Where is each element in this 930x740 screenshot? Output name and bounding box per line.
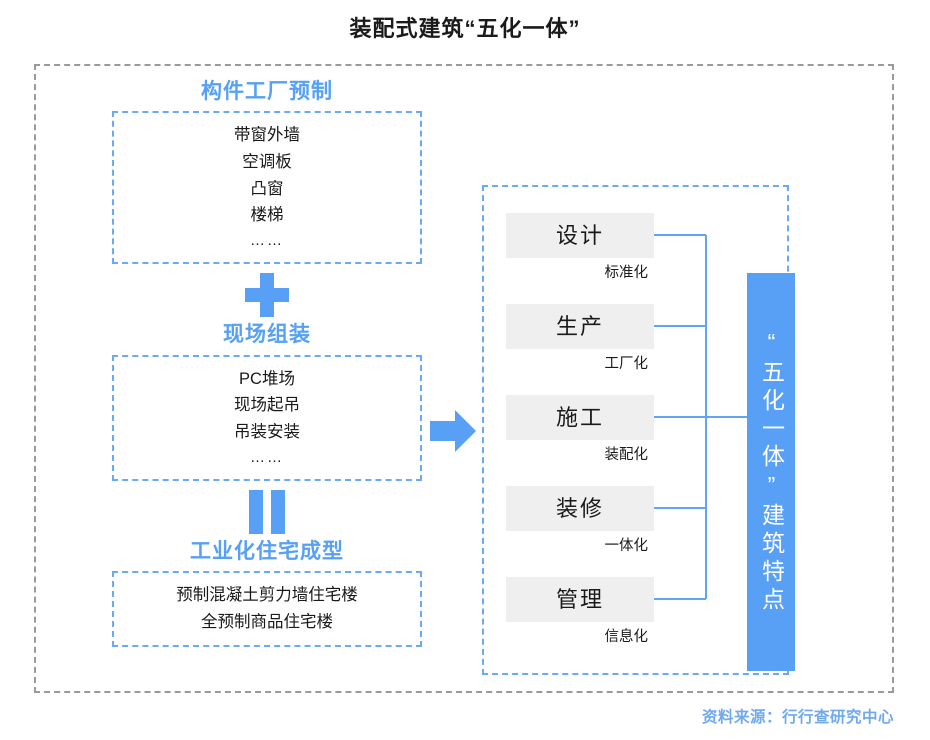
stage-item-ellipsis: …… [250, 448, 284, 466]
phase-label: 管理 [506, 577, 654, 622]
diagram-frame: 构件工厂预制 带窗外墙 空调板 凸窗 楼梯 …… 现场组装 PC堆场 现场起吊 … [34, 64, 894, 693]
stage-item: 空调板 [242, 152, 292, 171]
phase-label: 设计 [506, 213, 654, 258]
phase-production[interactable]: 生产 工厂化 [506, 304, 654, 373]
stage-heading-0: 构件工厂预制 [201, 80, 333, 103]
operator-plus-wrap [112, 273, 422, 322]
phase-construction[interactable]: 施工 装配化 [506, 395, 654, 464]
stage-heading-2: 工业化住宅成型 [190, 540, 344, 564]
stage-group-1: 现场组装 PC堆场 现场起吊 吊装安装 …… [112, 322, 422, 482]
stage-item: 凸窗 [250, 179, 284, 198]
stage-item: 预制混凝土剪力墙住宅楼 [176, 586, 358, 605]
stage-group-2: 工业化住宅成型 预制混凝土剪力墙住宅楼 全预制商品住宅楼 [112, 539, 422, 647]
page-title: 装配式建筑“五化一体” [349, 16, 581, 41]
stage-box-0: 带窗外墙 空调板 凸窗 楼梯 …… [112, 111, 422, 265]
feature-bar: “五化一体”建筑特点 [747, 273, 795, 671]
right-panel: 设计 标准化 生产 工厂化 施工 装配化 装修 一体化 管理 信息化 [482, 185, 795, 677]
left-column: 构件工厂预制 带窗外墙 空调板 凸窗 楼梯 …… 现场组装 PC堆场 现场起吊 … [112, 79, 422, 647]
phase-label: 装修 [506, 486, 654, 531]
phase-label: 生产 [506, 304, 654, 349]
stage-item: 楼梯 [250, 206, 284, 225]
phase-attribute: 装配化 [604, 447, 649, 463]
arrow-right-icon [430, 410, 476, 452]
stage-item: PC堆场 [239, 369, 295, 388]
stage-item-ellipsis: …… [250, 232, 284, 250]
stage-item: 带窗外墙 [234, 126, 300, 145]
feature-bar-label: “五化一体”建筑特点 [758, 329, 785, 615]
plus-icon [245, 273, 289, 318]
phase-decoration[interactable]: 装修 一体化 [506, 486, 654, 555]
operator-equals-wrap [112, 490, 422, 539]
stage-item: 全预制商品住宅楼 [201, 613, 333, 632]
stage-box-1: PC堆场 现场起吊 吊装安装 …… [112, 354, 422, 482]
phase-attribute: 工厂化 [604, 356, 649, 372]
stage-item: 现场起吊 [234, 396, 300, 415]
source-note: 资料来源：行行查研究中心 [701, 709, 894, 726]
stage-heading-1: 现场组装 [223, 323, 311, 347]
phase-list: 设计 标准化 生产 工厂化 施工 装配化 装修 一体化 管理 信息化 [484, 187, 791, 677]
phase-attribute: 一体化 [604, 538, 649, 554]
phase-attribute: 标准化 [604, 265, 649, 281]
phase-label: 施工 [506, 395, 654, 440]
stage-group-0: 构件工厂预制 带窗外墙 空调板 凸窗 楼梯 …… [112, 79, 422, 265]
stage-item: 吊装安装 [234, 423, 300, 442]
stage-box-2: 预制混凝土剪力墙住宅楼 全预制商品住宅楼 [112, 571, 422, 647]
phase-design[interactable]: 设计 标准化 [506, 213, 654, 282]
phase-attribute: 信息化 [604, 629, 649, 645]
equals-icon [249, 490, 285, 535]
phase-management[interactable]: 管理 信息化 [506, 577, 654, 646]
